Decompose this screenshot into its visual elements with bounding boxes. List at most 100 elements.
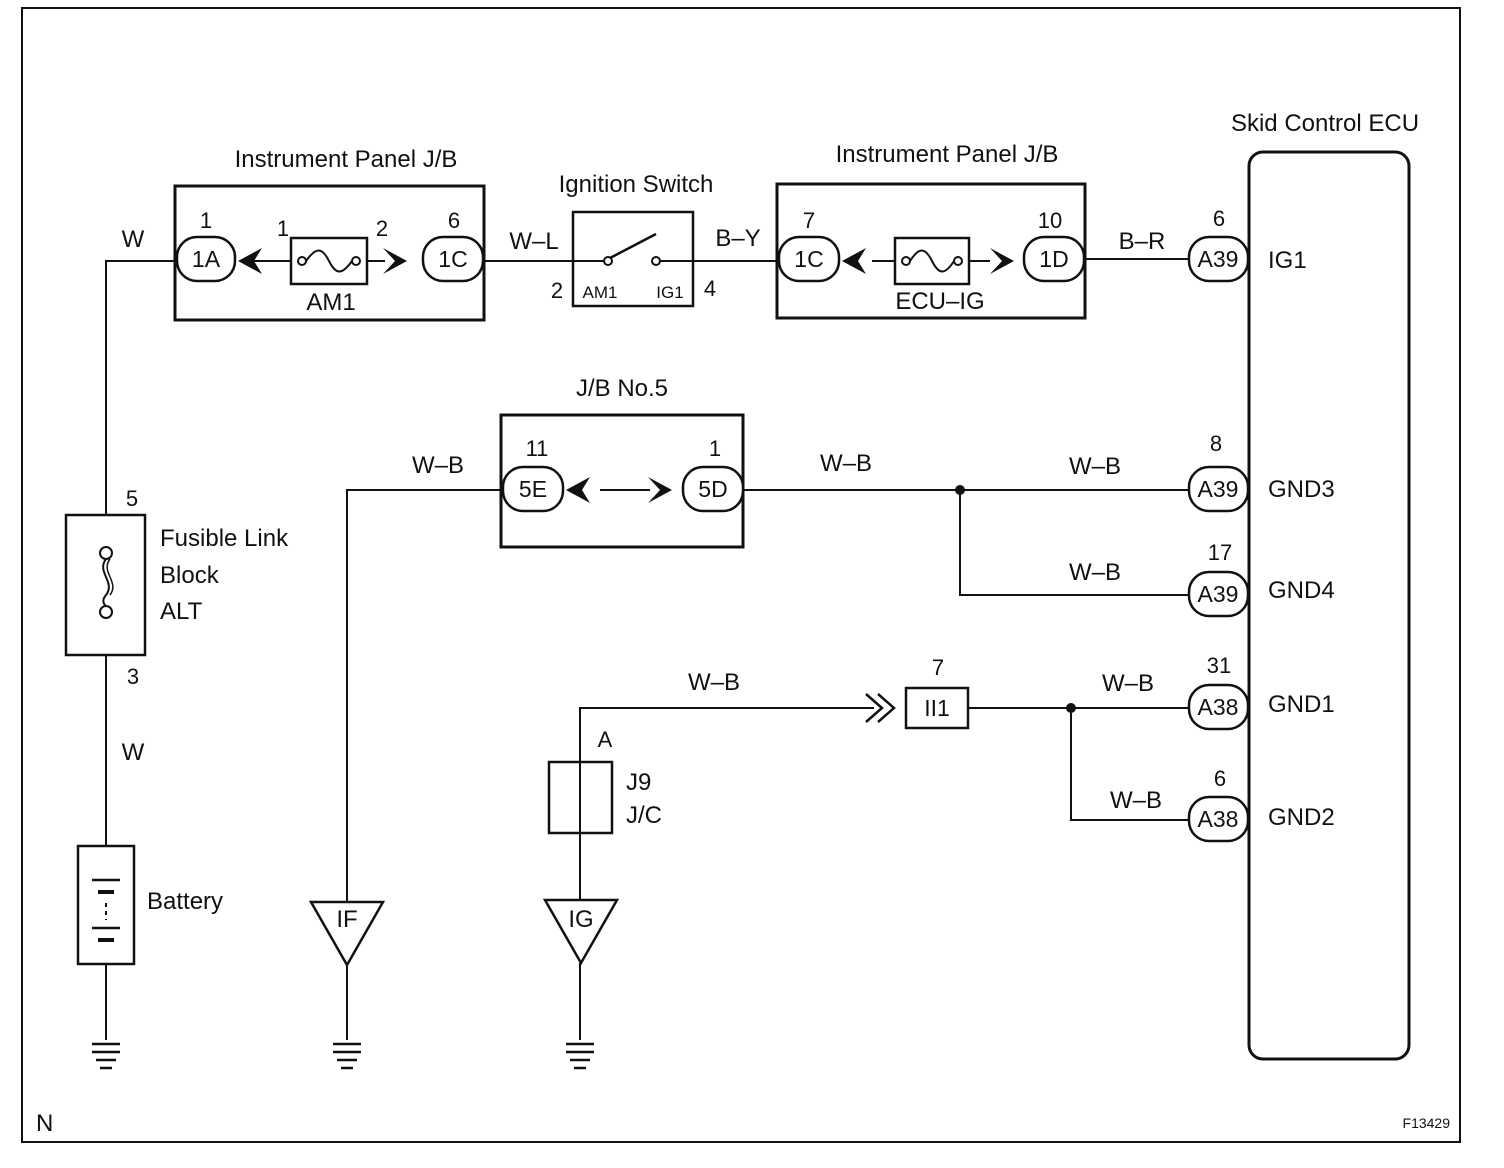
battery-label: Battery <box>147 888 223 915</box>
fuse-am1-pin-right: 2 <box>376 216 388 241</box>
junction-label-2: J/C <box>626 802 662 829</box>
wire-label: W–B <box>1069 453 1121 480</box>
junction-label-1: J9 <box>626 769 651 796</box>
ecu-terminal-pin: 8 <box>1210 431 1222 456</box>
ecu-terminal-connector: A38 <box>1198 694 1239 720</box>
ignition-pin-left: 2 <box>551 278 563 303</box>
chassis-ground-icons <box>92 1042 594 1070</box>
instrument-panel-jb-left: Instrument Panel J/B 1A 1 AM1 1 2 1C 6 <box>173 146 486 322</box>
jb5-title: J/B No.5 <box>576 375 668 402</box>
ground-point-ig: IG <box>542 898 620 966</box>
ecu-terminal-connector: A38 <box>1198 806 1239 832</box>
wire-label: W–B <box>1102 670 1154 697</box>
wire-label: B–R <box>1119 228 1166 255</box>
connector-5e-label: 5E <box>519 476 547 502</box>
connector-1c-left <box>421 235 485 283</box>
connector-1a-label: 1A <box>192 246 221 272</box>
wire-label: B–Y <box>715 225 760 252</box>
connector-1d-label: 1D <box>1039 246 1068 272</box>
connector-1c-right <box>777 235 841 283</box>
wire-label: W–B <box>1110 787 1162 814</box>
connector-5e <box>501 465 565 513</box>
connector-arrow-icon <box>383 248 407 274</box>
jb-no5: J/B No.5 5E 11 5D 1 <box>499 375 745 549</box>
ground-point-if: IF <box>308 900 386 968</box>
junction-pin: A <box>598 727 613 752</box>
connector-1c-right-pin: 7 <box>803 208 815 233</box>
ecu-terminal-signal: GND3 <box>1268 476 1335 503</box>
wires <box>105 258 1190 1040</box>
ecu-terminal-signal: IG1 <box>1268 247 1307 274</box>
ground-icon <box>566 1042 594 1070</box>
connector-ii1-label: II1 <box>924 695 950 721</box>
ground-point-ig-label: IG <box>568 906 593 933</box>
ecu-terminal-gnd3: A39 8 GND3 <box>1187 431 1335 513</box>
ground-icon <box>92 1042 120 1070</box>
fuse-am1-label: AM1 <box>306 289 355 316</box>
ground-icon <box>333 1042 361 1070</box>
ecu-terminal-gnd2: A38 6 GND2 <box>1187 766 1335 843</box>
ignition-term-am1: AM1 <box>583 283 618 302</box>
wire-label: W–B <box>412 452 464 479</box>
diagram-frame <box>21 7 1461 1143</box>
fuse-am1-pin-left: 1 <box>277 216 289 241</box>
connector-5d-label: 5D <box>698 476 727 502</box>
connector-ii1: II1 7 <box>865 655 970 730</box>
wire-label: W <box>122 739 145 766</box>
connector-ii1-pin: 7 <box>932 655 944 680</box>
junction-connector-j9: A J9 J/C <box>547 727 662 835</box>
ecu-terminal-pin: 31 <box>1207 653 1231 678</box>
connector-1c-right-label: 1C <box>794 246 823 272</box>
ecu-title: Skid Control ECU <box>1231 110 1419 137</box>
fuse-ecu-ig-label: ECU–IG <box>895 288 984 315</box>
connector-arrow-icon <box>648 477 672 503</box>
splice-point <box>955 485 965 495</box>
ecu-terminal-signal: GND4 <box>1268 577 1335 604</box>
ecu-terminal-gnd1: A38 31 GND1 <box>1187 653 1335 731</box>
connector-1c-left-label: 1C <box>438 246 467 272</box>
instrument-panel-jb-right: Instrument Panel J/B 1C 7 ECU–IG 1D 10 <box>775 141 1087 320</box>
ecu-terminal-connector: A39 <box>1198 476 1239 502</box>
connector-1a-pin: 1 <box>200 208 212 233</box>
connector-5d <box>681 465 745 513</box>
ecu-terminal-gnd4: A39 17 GND4 <box>1187 540 1335 618</box>
ignition-switch-title: Ignition Switch <box>559 171 714 198</box>
connector-5e-pin: 11 <box>526 436 549 461</box>
fusible-link-pin-bottom: 3 <box>127 664 139 689</box>
connector-1d-pin: 10 <box>1038 208 1062 233</box>
ecu-terminal-pin: 17 <box>1208 540 1232 565</box>
ecu-terminal-signal: GND1 <box>1268 691 1335 718</box>
wire-label: W–B <box>1069 559 1121 586</box>
wire-label: W <box>122 226 145 253</box>
connector-5d-pin: 1 <box>709 436 721 461</box>
connector-arrow-icon <box>238 248 262 274</box>
battery: Battery <box>76 844 223 966</box>
skid-control-ecu: Skid Control ECU A39 6 IG1 A39 8 GND3 A3… <box>1187 110 1419 1061</box>
ecu-terminal-connector: A39 <box>1198 581 1239 607</box>
ignition-switch: Ignition Switch AM1 IG1 2 4 <box>551 171 716 308</box>
connector-arrow-icon <box>842 248 866 274</box>
connector-1c-left-pin: 6 <box>448 208 460 233</box>
ground-point-if-label: IF <box>336 906 357 933</box>
ip-jb-left-title: Instrument Panel J/B <box>235 146 458 173</box>
ecu-terminal-pin: 6 <box>1213 206 1225 231</box>
splice-point <box>1066 703 1076 713</box>
connector-arrow-icon <box>566 477 590 503</box>
ecu-terminal-pin: 6 <box>1214 766 1226 791</box>
wire-color-labels: W W W–L B–Y B–R W–B W–B W–B W–B W–B W–B … <box>122 225 1166 814</box>
wire-label: W–L <box>509 228 558 255</box>
connector-arrow-icon <box>990 248 1014 274</box>
connector-1d <box>1022 235 1086 283</box>
ip-jb-right-title: Instrument Panel J/B <box>836 141 1059 168</box>
wire-label: W–B <box>820 450 872 477</box>
fusible-link-pin-top: 5 <box>126 486 138 511</box>
fusible-link-label-3: ALT <box>160 598 203 625</box>
connector-1a <box>175 235 237 283</box>
figure-id: F13429 <box>1403 1115 1451 1131</box>
ecu-terminal-ig1: A39 6 IG1 <box>1187 206 1307 283</box>
ignition-pin-right: 4 <box>704 276 716 301</box>
ecu-terminal-connector: A39 <box>1198 246 1239 272</box>
corner-label: N <box>36 1110 53 1137</box>
ignition-term-ig1: IG1 <box>656 283 683 302</box>
